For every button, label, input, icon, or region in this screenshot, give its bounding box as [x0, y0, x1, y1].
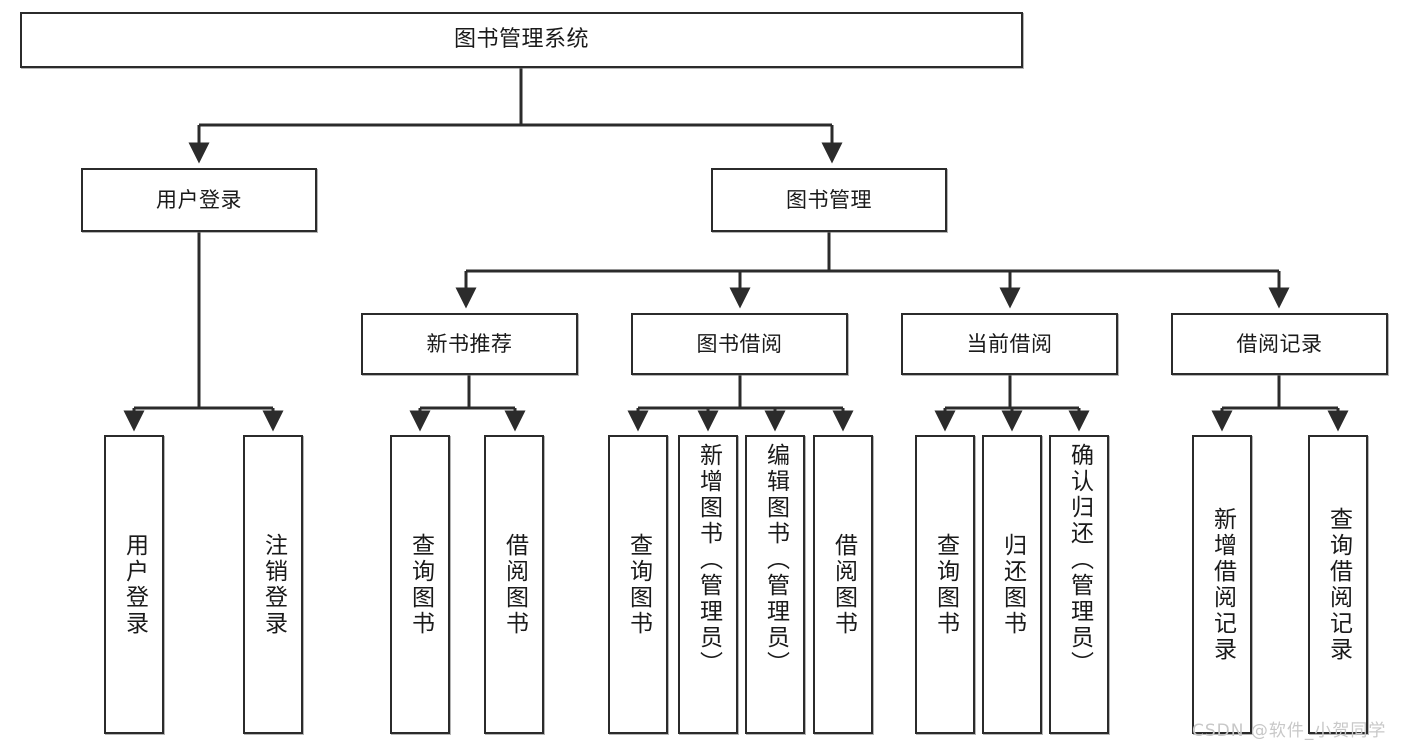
node-label: 归还图书	[999, 532, 1026, 637]
leaf-user-logout[interactable]: 注销登录	[243, 435, 303, 734]
node-label: 图书管理	[786, 187, 872, 212]
node-label: 确认归还（管理员）	[1066, 443, 1093, 677]
node-new-book-rec[interactable]: 新书推荐	[361, 313, 578, 375]
node-label: 新增借阅记录	[1209, 506, 1236, 663]
node-label: 查询图书	[932, 532, 959, 637]
leaf-add-record[interactable]: 新增借阅记录	[1192, 435, 1252, 734]
leaf-query-book-3[interactable]: 查询图书	[915, 435, 975, 734]
node-label: 注销登录	[260, 532, 287, 637]
node-label: 查询借阅记录	[1325, 506, 1352, 663]
leaf-return-book[interactable]: 归还图书	[982, 435, 1042, 734]
node-label: 新书推荐	[426, 331, 513, 356]
node-label: 图书管理系统	[453, 27, 589, 53]
leaf-edit-book[interactable]: 编辑图书（管理员）	[745, 435, 805, 734]
leaf-query-book-2[interactable]: 查询图书	[608, 435, 668, 734]
node-label: 借阅图书	[830, 532, 857, 637]
node-label: 查询图书	[407, 532, 434, 637]
leaf-borrow-book-1[interactable]: 借阅图书	[484, 435, 544, 734]
csdn-watermark: CSDN @软件_小贺同学	[1192, 721, 1387, 741]
node-user-login[interactable]: 用户登录	[81, 168, 317, 232]
node-label: 编辑图书（管理员）	[762, 443, 789, 677]
node-label: 查询图书	[625, 532, 652, 637]
node-label: 用户登录	[121, 532, 148, 637]
leaf-query-record[interactable]: 查询借阅记录	[1308, 435, 1368, 734]
node-current-borrow[interactable]: 当前借阅	[901, 313, 1118, 375]
node-root-system[interactable]: 图书管理系统	[20, 12, 1023, 68]
node-label: 借阅记录	[1236, 331, 1323, 356]
node-label: 新增图书（管理员）	[695, 443, 722, 677]
node-label: 借阅图书	[501, 532, 528, 637]
leaf-confirm-return[interactable]: 确认归还（管理员）	[1049, 435, 1109, 734]
leaf-query-book-1[interactable]: 查询图书	[390, 435, 450, 734]
node-book-borrow[interactable]: 图书借阅	[631, 313, 848, 375]
node-label: 用户登录	[156, 187, 242, 212]
leaf-borrow-book-2[interactable]: 借阅图书	[813, 435, 873, 734]
node-label: 图书借阅	[696, 331, 783, 356]
node-borrow-record[interactable]: 借阅记录	[1171, 313, 1388, 375]
leaf-add-book[interactable]: 新增图书（管理员）	[678, 435, 738, 734]
leaf-user-login[interactable]: 用户登录	[104, 435, 164, 734]
node-label: 当前借阅	[966, 331, 1053, 356]
node-book-manage[interactable]: 图书管理	[711, 168, 947, 232]
